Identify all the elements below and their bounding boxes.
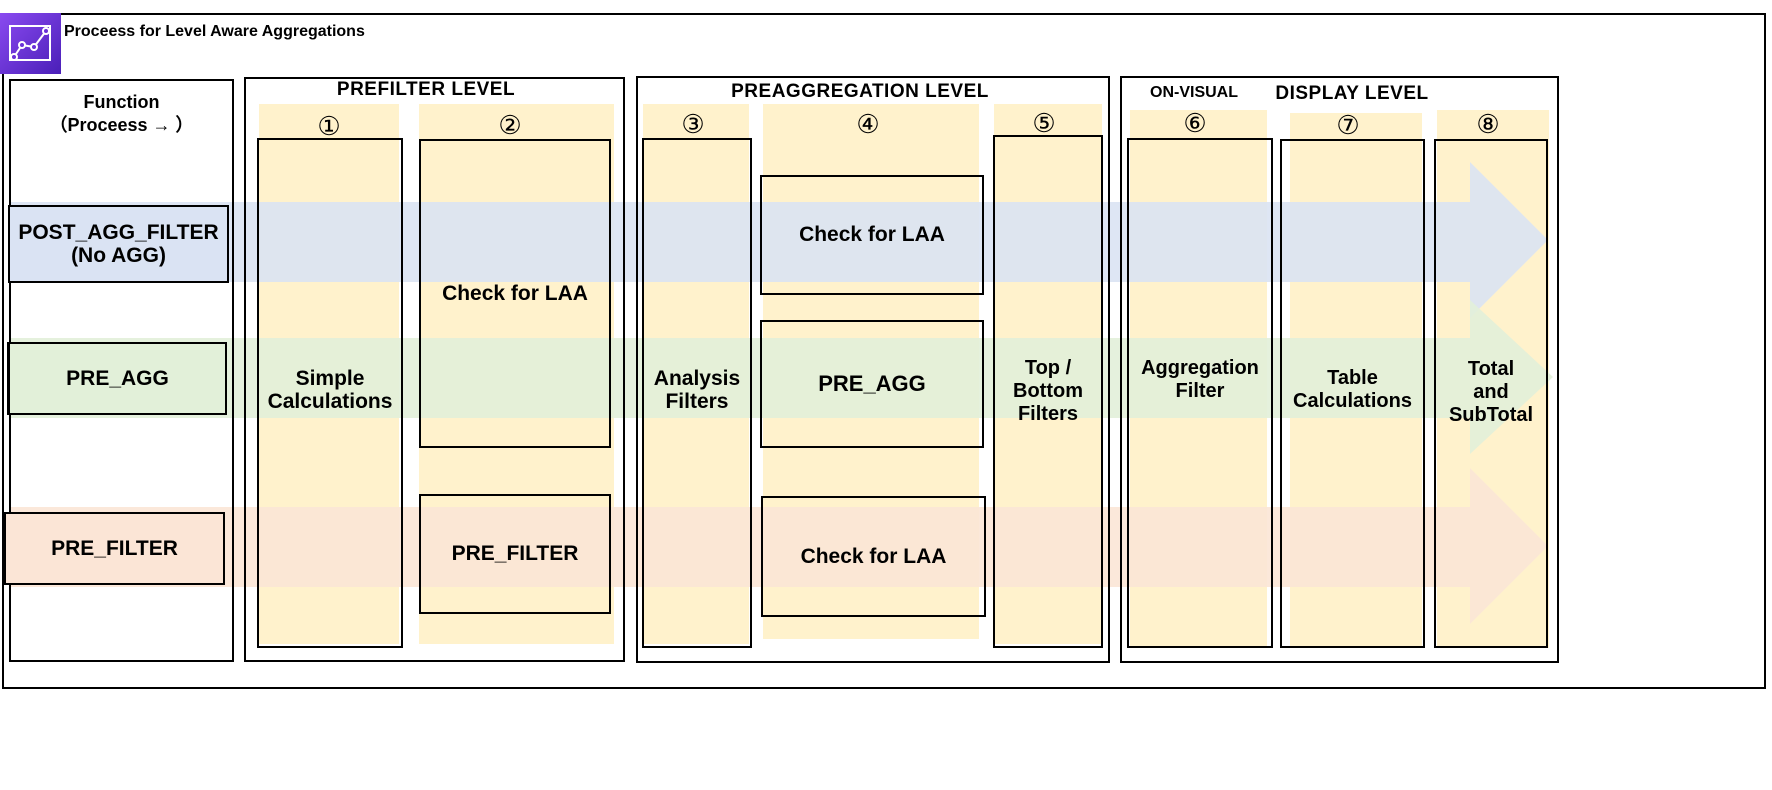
step-8-box [1434,139,1548,648]
prefilter-level-header: PREFILTER LEVEL [336,79,516,100]
preaggregation-level-group [636,76,1110,663]
step-7-box [1280,139,1425,648]
app-icon [0,13,61,74]
top-bottom-filters-label: Top / Bottom Filters [1013,356,1083,425]
pre-agg-arrow [10,300,1553,454]
step-3-box [642,138,752,648]
chart-line-icon [9,25,51,61]
pre-filter-arrow [10,468,1548,624]
step-number-8: ⑧ [1476,108,1500,139]
preaggregation-level-header: PREAGGREGATION LEVEL [731,81,989,102]
row-pre-filter: PRE_FILTER [4,512,225,585]
step-6-box [1127,138,1273,648]
step-5-box [993,135,1103,648]
total-and-subtotal-label: Total and SubTotal [1448,358,1534,426]
row-post-agg-filter: POST_AGG_FILTER (No AGG) [8,205,229,283]
function-header: Function （Proceess → ） [49,92,194,135]
step-1-box [257,138,403,648]
step-number-3: ③ [681,108,705,139]
aggregation-filter-label: Aggregation Filter [1141,357,1259,402]
step-number-5: ⑤ [1032,107,1056,138]
step-number-2: ② [498,109,522,140]
simple-calculations-label: Simple Calculations [267,367,393,413]
step-number-7: ⑦ [1336,109,1360,140]
prefilter-level-group [244,77,625,662]
step-4-check-for-laa-top: Check for LAA [760,175,984,295]
step-4-pre-agg: PRE_AGG [760,320,984,448]
step-number-6: ⑥ [1183,107,1207,138]
analysis-filters-label: Analysis Filters [653,367,741,413]
display-level-header: DISPLAY LEVEL [1275,83,1429,104]
page-title: Proceess for Level Aware Aggregations [64,23,365,40]
outer-frame [2,13,1766,689]
step-4-check-for-laa-bottom: Check for LAA [761,496,986,617]
on-visual-header: ON-VISUAL [1150,84,1238,101]
step-2-pre-filter: PRE_FILTER [419,494,611,614]
display-level-group [1120,76,1559,663]
table-calculations-label: Table Calculations [1293,367,1412,412]
row-pre-agg: PRE_AGG [7,342,227,415]
post-agg-filter-arrow [10,162,1548,318]
step-2-check-for-laa: Check for LAA [419,139,611,448]
step-number-4: ④ [856,108,880,139]
step-number-1: ① [317,110,341,141]
